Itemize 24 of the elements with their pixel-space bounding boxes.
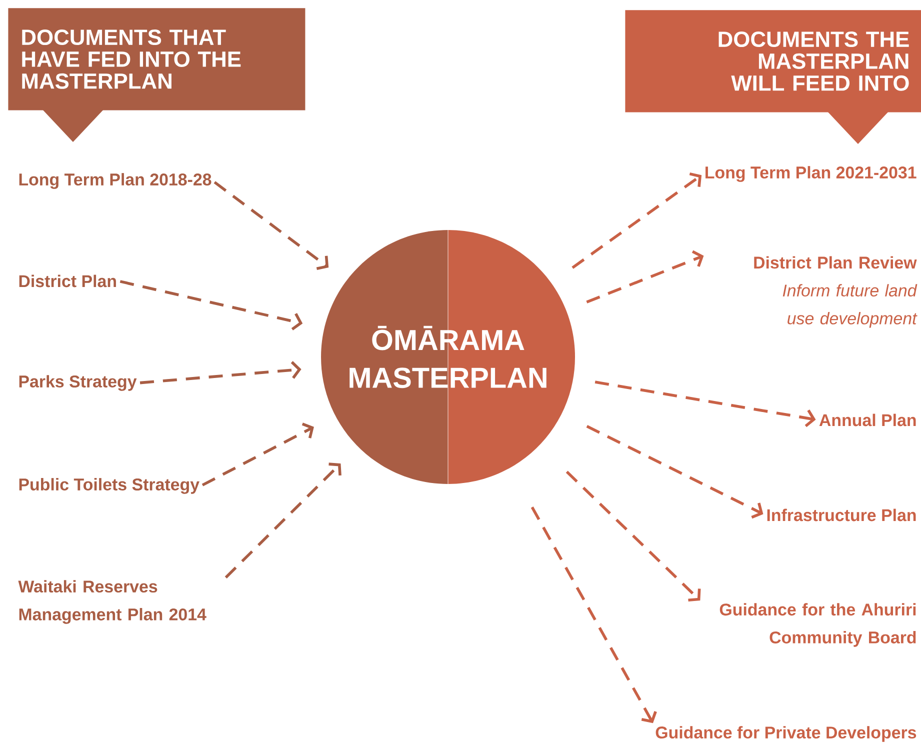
arrow bbox=[530, 506, 657, 724]
arrow bbox=[586, 424, 764, 519]
arrow bbox=[202, 422, 314, 486]
document-label: Public Toilets Strategy bbox=[19, 478, 200, 494]
document-label: District Plan Review Inform future land use development bbox=[754, 256, 918, 328]
document-label: Parks Strategy bbox=[19, 375, 137, 391]
arrow bbox=[120, 280, 303, 330]
arrow bbox=[140, 361, 302, 384]
document-label: Guidance for Private Developers bbox=[656, 726, 916, 742]
document-label: Waitaki Reserves Management Plan 2014 bbox=[18, 580, 206, 624]
callout-box: DOCUMENTS THAT HAVE FED INTO THE MASTERPLAN bbox=[8, 8, 306, 142]
document-label: Annual Plan bbox=[819, 414, 916, 426]
callout-box: DOCUMENTS THE MASTERPLAN WILL FEED INTO bbox=[625, 10, 921, 144]
arrow bbox=[566, 470, 701, 602]
arrow bbox=[224, 462, 342, 578]
arrow bbox=[572, 172, 702, 269]
arrow bbox=[594, 380, 816, 428]
document-label: Long Term Plan 2018-28 bbox=[19, 173, 212, 189]
arrow bbox=[214, 181, 329, 270]
document-label: Infrastructure Plan bbox=[767, 508, 916, 522]
arrow bbox=[586, 250, 704, 304]
document-label: Guidance for the Ahuriri Community Board bbox=[720, 603, 916, 647]
document-label: Long Term Plan 2021-2031 bbox=[706, 166, 916, 182]
document-label: District Plan bbox=[19, 274, 116, 288]
